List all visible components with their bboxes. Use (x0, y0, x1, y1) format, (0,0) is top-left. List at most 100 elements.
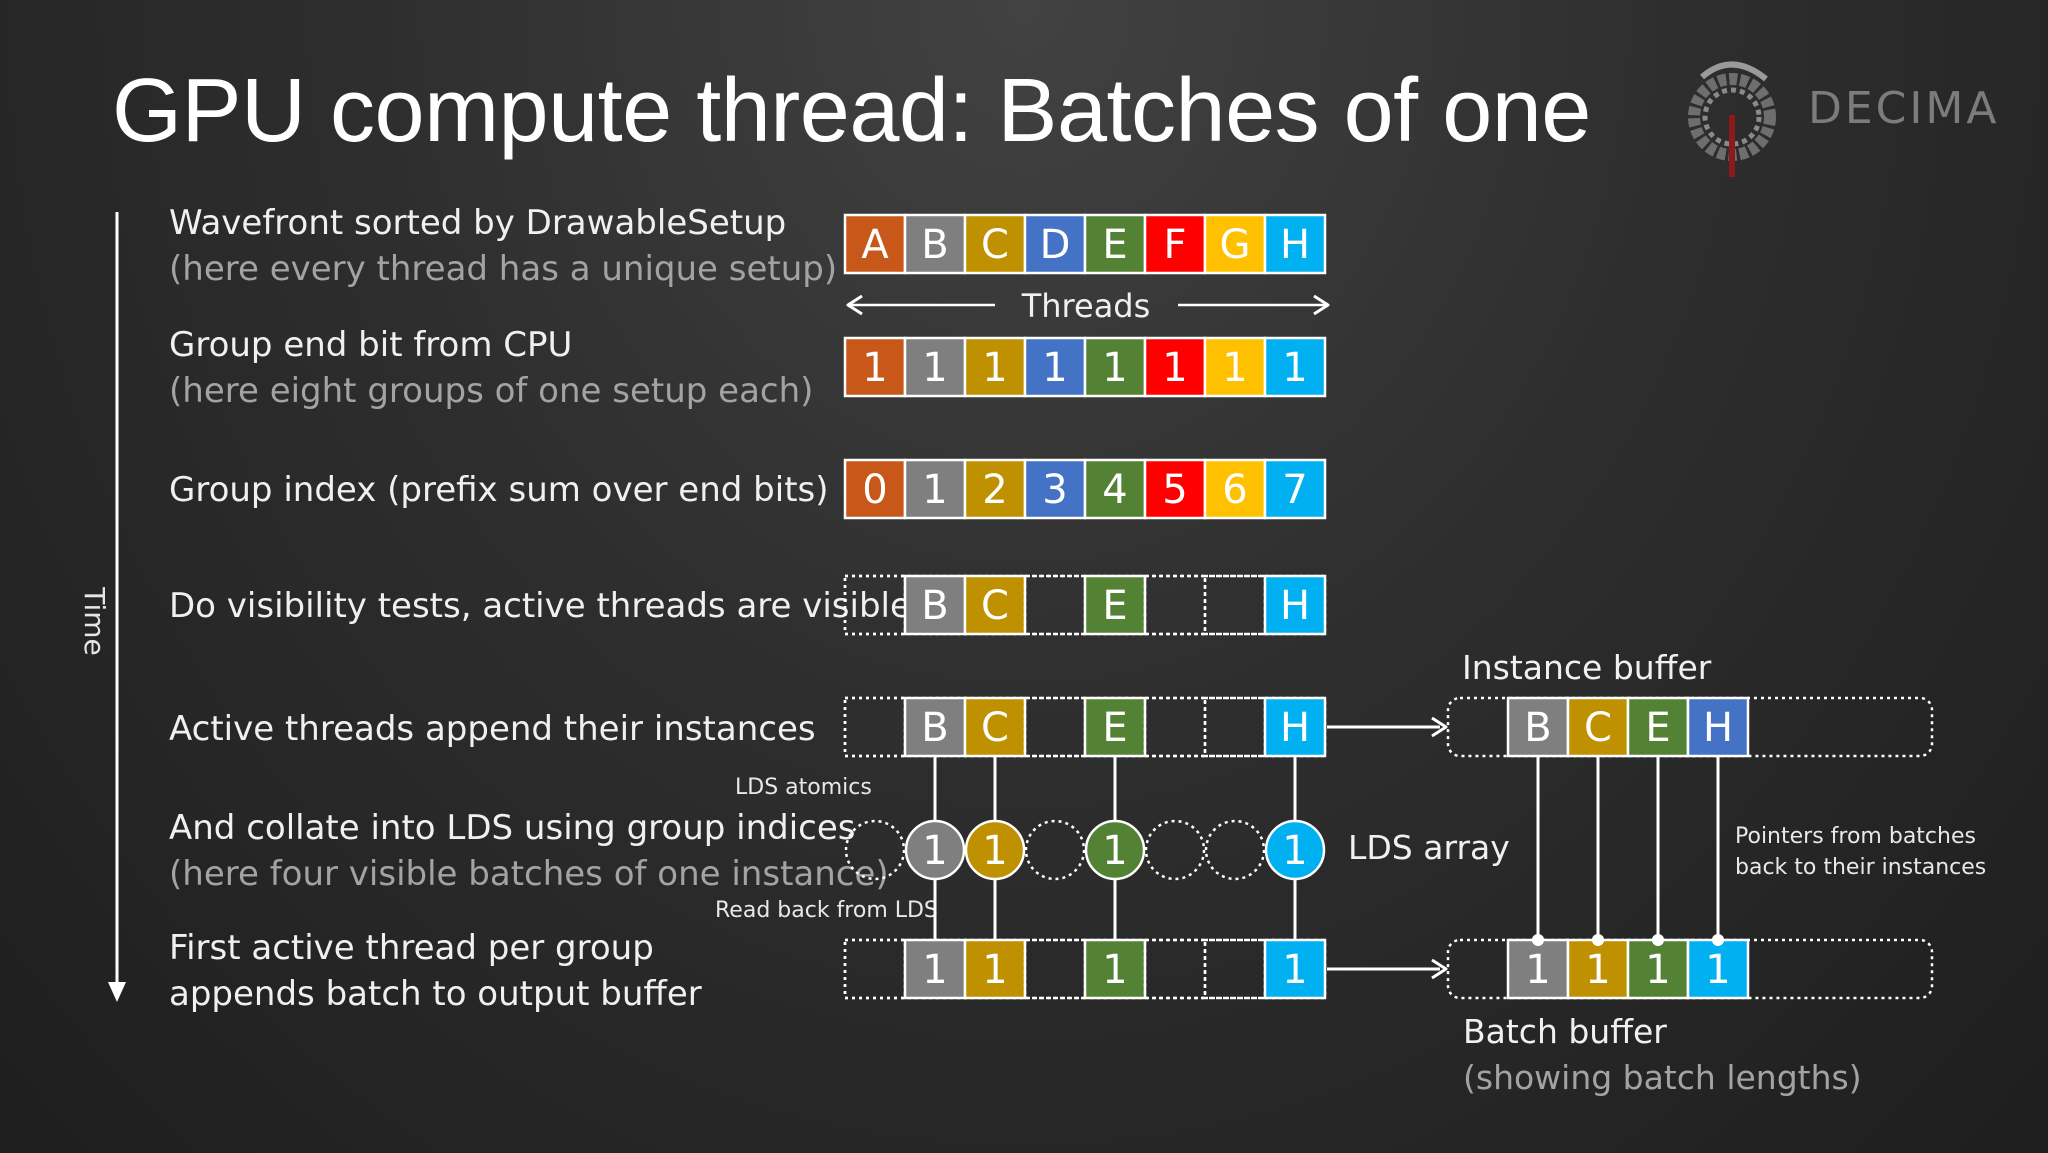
visible-cell-E (1083, 574, 1147, 636)
end-bit-cell-5 (1143, 336, 1207, 398)
group-index-cell-3-label: 3 (1042, 467, 1067, 513)
group-index-cell-0-label: 0 (862, 467, 887, 513)
lds-slot-1-label: 1 (922, 828, 947, 874)
visible-cell-B (903, 574, 967, 636)
batch-buffer-sublabel: (showing batch lengths) (1463, 1058, 1862, 1097)
batch-buffer-cell-0 (1506, 938, 1570, 1000)
lds-slot-1 (904, 819, 966, 881)
wavefront-cell-A-label: A (861, 222, 889, 268)
end-bit-cell-7-label: 1 (1282, 345, 1307, 391)
pointer-anchor-2 (1652, 934, 1664, 946)
group-index-cell-6 (1203, 458, 1267, 520)
threads-arrow-left-head (846, 294, 863, 316)
instance-buffer-cell-C-label: C (1584, 705, 1612, 751)
pointer-anchor-0 (1532, 934, 1544, 946)
group-index-cell-5 (1143, 458, 1207, 520)
visible-cell-H-label: H (1280, 583, 1310, 629)
lds-array-label: LDS array (1348, 828, 1510, 867)
visible-cell-E-label: E (1102, 583, 1127, 629)
lds-slot-4 (1084, 819, 1146, 881)
row-label-group-index: Group index (prefix sum over end bits) (169, 470, 829, 510)
lds-empty-slot-6 (1204, 819, 1266, 881)
group-index-cell-7 (1263, 458, 1327, 520)
batch-buffer-cell-1-label: 1 (1585, 947, 1610, 993)
lds-empty-slot-3 (1024, 819, 1086, 881)
batch-buffer-cell-2 (1626, 938, 1690, 1000)
lds-slot-7 (1264, 819, 1326, 881)
lds-slot-7-label: 1 (1282, 828, 1307, 874)
decima-emblem-icon (1688, 61, 1776, 177)
group-index-cell-4-label: 4 (1102, 467, 1127, 513)
appended-empty-slot-5 (1143, 696, 1207, 758)
instance-buffer-cell-H-label: H (1703, 705, 1733, 751)
batch-cell-1 (903, 938, 967, 1000)
visible-empty-slot-6 (1203, 574, 1267, 636)
batch-empty-slot-3 (1023, 938, 1087, 1000)
wavefront-cell-B (903, 213, 967, 275)
batch-cell-7-label: 1 (1282, 947, 1307, 993)
end-bit-cell-4-label: 1 (1102, 345, 1127, 391)
row-sublabel-end-bits: (here eight groups of one setup each) (169, 371, 814, 411)
batch-buffer-cell-1 (1566, 938, 1630, 1000)
visible-cell-B-label: B (921, 583, 948, 629)
logo-wordmark: DECIMA (1808, 83, 2000, 134)
batch-buffer-label: Batch buffer (1463, 1012, 1667, 1051)
appended-empty-slot-6 (1203, 696, 1267, 758)
batch-cell-2 (963, 938, 1027, 1000)
lds-empty-slot-0 (844, 819, 906, 881)
end-bit-cell-5-label: 1 (1162, 345, 1187, 391)
wavefront-cell-D-label: D (1040, 222, 1071, 268)
time-axis-arrowhead (108, 982, 126, 1002)
pointers-note-line1: Pointers from batches (1735, 824, 1976, 849)
wavefront-cell-F (1143, 213, 1207, 275)
row-label-batch-append: First active thread per group appends ba… (169, 925, 702, 1017)
wavefront-cell-D (1023, 213, 1087, 275)
instance-buffer-cell-E-label: E (1645, 705, 1670, 751)
batch-buffer-cell-2-label: 1 (1645, 947, 1670, 993)
batch-buffer-cell-3-label: 1 (1705, 947, 1730, 993)
wavefront-cell-B-label: B (921, 222, 948, 268)
threads-label: Threads (1021, 287, 1151, 325)
batch-cell-2-label: 1 (982, 947, 1007, 993)
instance-buffer-cell-B (1506, 696, 1570, 758)
instance-buffer-cell-E (1626, 696, 1690, 758)
instance-buffer-label: Instance buffer (1462, 648, 1712, 687)
batch-cell-1-label: 1 (922, 947, 947, 993)
appended-cell-H (1263, 696, 1327, 758)
end-bit-cell-1-label: 1 (922, 345, 947, 391)
end-bit-cell-7 (1263, 336, 1327, 398)
group-index-cell-7-label: 7 (1282, 467, 1307, 513)
visible-cell-H (1263, 574, 1327, 636)
lds-slot-2-label: 1 (982, 828, 1007, 874)
instance-buffer-cell-H (1686, 696, 1750, 758)
visible-empty-slot-5 (1143, 574, 1207, 636)
visible-cell-C-label: C (981, 583, 1009, 629)
batch-cell-7 (1263, 938, 1327, 1000)
row-label-visibility: Do visibility tests, active threads are … (169, 586, 911, 626)
row-label-end-bits: Group end bit from CPU (here eight group… (169, 322, 813, 414)
row-sublabel-batch-append: appends batch to output buffer (169, 974, 702, 1014)
batch-cell-4 (1083, 938, 1147, 1000)
appended-cell-E-label: E (1102, 705, 1127, 751)
row-label-append: Active threads append their instances (169, 709, 816, 749)
decima-logo: DECIMA (1680, 55, 2010, 185)
row-label-wavefront: Wavefront sorted by DrawableSetup (here … (169, 200, 837, 292)
appended-cell-H-label: H (1280, 705, 1310, 751)
appended-empty-slot-0 (843, 696, 907, 758)
lds-atomics-label: LDS atomics (735, 775, 872, 800)
group-index-cell-5-label: 5 (1162, 467, 1187, 513)
appended-cell-B-label: B (921, 705, 948, 751)
wavefront-cell-H (1263, 213, 1327, 275)
batch-empty-slot-5 (1143, 938, 1207, 1000)
row-label-collate: And collate into LDS using group indices… (169, 805, 889, 897)
instance-arrow-head (1431, 716, 1448, 738)
batch-cell-4-label: 1 (1102, 947, 1127, 993)
batch-empty-slot-6 (1203, 938, 1267, 1000)
lds-empty-slot-5 (1144, 819, 1206, 881)
pointer-anchor-3 (1712, 934, 1724, 946)
appended-cell-C-label: C (981, 705, 1009, 751)
end-bit-cell-2 (963, 336, 1027, 398)
visible-empty-slot-3 (1023, 574, 1087, 636)
end-bit-cell-6-label: 1 (1222, 345, 1247, 391)
